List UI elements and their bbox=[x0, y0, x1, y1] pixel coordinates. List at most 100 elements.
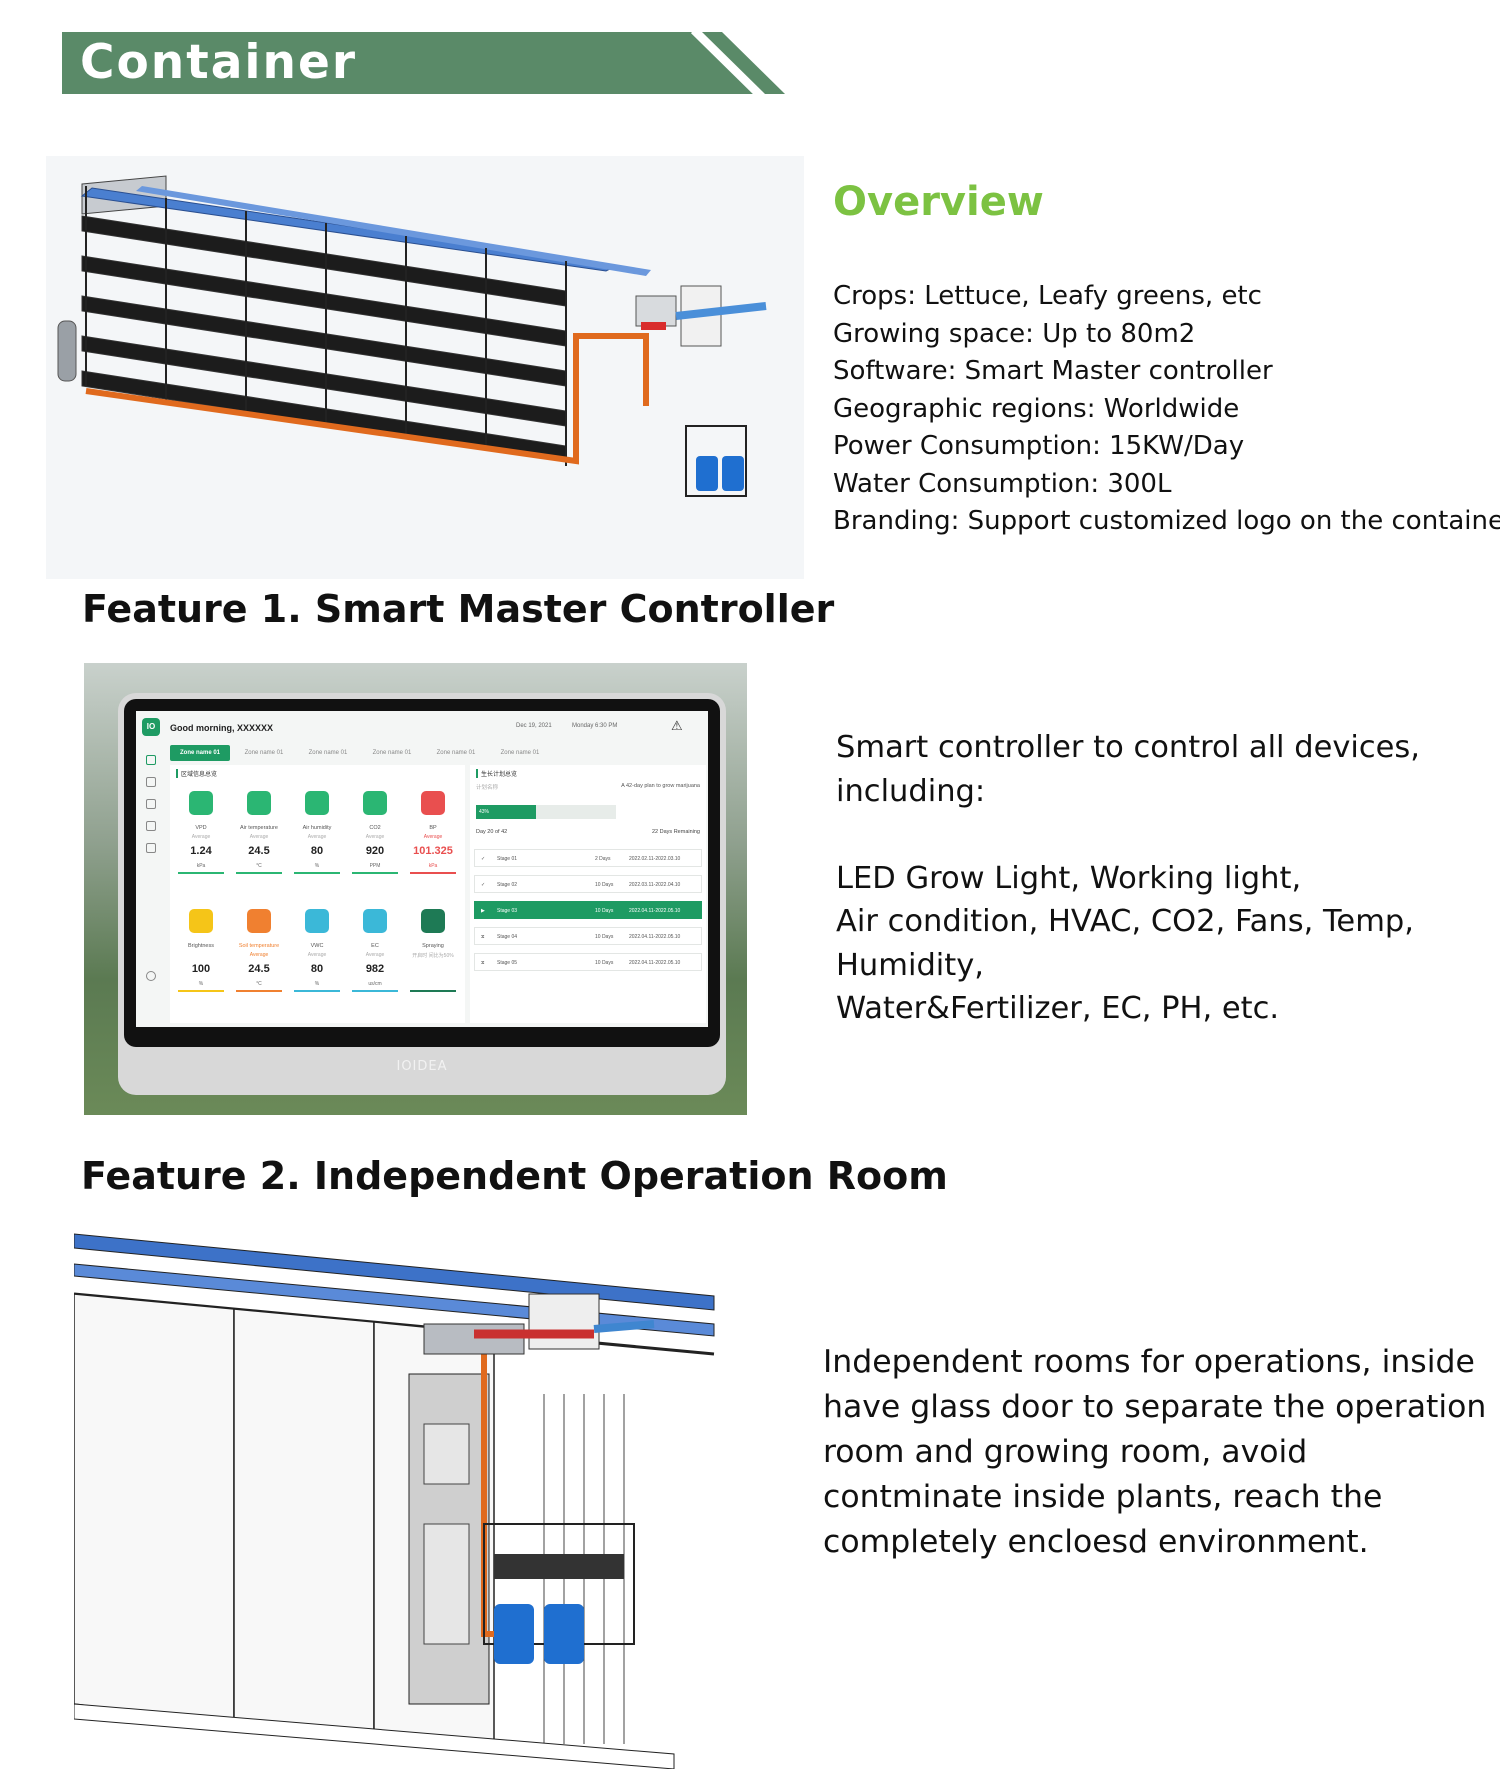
stage-range: 2022.04.11-2022.05.10 bbox=[629, 960, 681, 966]
stage-status-icon: ✓ bbox=[481, 856, 486, 862]
sensor-value: 80 bbox=[310, 963, 324, 975]
feature2-description: Independent rooms for operations, inside… bbox=[823, 1344, 1487, 1560]
feature1-heading: Feature 1. Smart Master Controller bbox=[82, 587, 835, 631]
banner-shape bbox=[62, 30, 785, 96]
description-line: including: bbox=[836, 773, 986, 809]
description-line: Water&Fertilizer, EC, PH, etc. bbox=[836, 991, 1280, 1026]
sensor-icon bbox=[363, 791, 387, 815]
sensor-name: VWC bbox=[310, 943, 324, 949]
sidebar-icon[interactable] bbox=[146, 843, 156, 853]
sensor-average-label: Average bbox=[423, 834, 443, 840]
panel-title: 区域信息总览 bbox=[176, 769, 217, 778]
greeting-text: Good morning, XXXXXX bbox=[170, 723, 274, 733]
description-line: Humidity, bbox=[836, 947, 984, 983]
overview-item: Software: Smart Master controller bbox=[833, 356, 1273, 386]
sensor-name: Soil temperature bbox=[238, 943, 280, 949]
sensor-bar bbox=[352, 990, 398, 992]
tab-zone[interactable]: Zone name 01 bbox=[308, 750, 348, 756]
app-logo: IO bbox=[142, 718, 160, 736]
operation-room-render bbox=[73, 1224, 738, 1770]
sensor-average-label: Average bbox=[307, 834, 327, 840]
tab-zone[interactable]: Zone name 01 bbox=[372, 750, 412, 756]
sensor-value: 101.325 bbox=[413, 845, 453, 857]
stage-status-icon: ▶ bbox=[481, 908, 485, 914]
controller-photo: IO Good morning, XXXXXX Dec 19, 2021 Mon… bbox=[84, 663, 747, 1115]
sensor-bar bbox=[410, 872, 456, 874]
sensor-name: Air humidity bbox=[302, 825, 332, 831]
tab-zone[interactable]: Zone name 01 bbox=[170, 745, 230, 761]
stage-range: 2022.02.11-2022.03.10 bbox=[629, 856, 681, 862]
tab-zone[interactable]: Zone name 01 bbox=[244, 750, 284, 756]
time-text: Monday 6:30 PM bbox=[572, 723, 618, 729]
sidebar-icon[interactable] bbox=[146, 799, 156, 809]
tab-zone[interactable]: Zone name 01 bbox=[500, 750, 540, 756]
description-line: LED Grow Light, Working light, bbox=[836, 860, 1302, 896]
stage-status-icon: ⧖ bbox=[481, 934, 485, 940]
sensor-value: 24.5 bbox=[248, 963, 270, 975]
plan-day: Day 20 of 42 bbox=[476, 829, 508, 835]
sensor-bar bbox=[352, 872, 398, 874]
plan-remaining: 22 Days Remaining bbox=[652, 829, 700, 835]
plan-day-row: Day 20 of 42 22 Days Remaining bbox=[476, 829, 700, 835]
grow-plan-panel: 生长计划总览 计划名称 A 42-day plan to grow mariju… bbox=[470, 765, 706, 1023]
sensor-average-label: Average bbox=[249, 952, 269, 958]
overview-item: Power Consumption: 15KW/Day bbox=[833, 431, 1245, 461]
plan-progress-bar: 43% bbox=[476, 805, 616, 819]
feature2-heading: Feature 2. Independent Operation Room bbox=[81, 1154, 948, 1198]
sensor-value: 100 bbox=[191, 963, 211, 975]
feature1-description: Smart controller to control all devices,… bbox=[836, 726, 1420, 1031]
sensor-value: 24.5 bbox=[248, 845, 270, 857]
sensor-average-label: 开启时 间比为50% bbox=[412, 953, 454, 959]
tablet-bezel: IO Good morning, XXXXXX Dec 19, 2021 Mon… bbox=[124, 699, 720, 1047]
stage-status-icon: ✓ bbox=[481, 882, 486, 888]
stage-name: Stage 03 bbox=[497, 908, 518, 914]
sidebar-icon[interactable] bbox=[146, 777, 156, 787]
sidebar-icon[interactable] bbox=[146, 821, 156, 831]
sensor-unit: % bbox=[198, 981, 204, 987]
sensor-value: 80 bbox=[310, 845, 324, 857]
sensor-bar bbox=[236, 990, 282, 992]
description-line: Air condition, HVAC, CO2, Fans, Temp, bbox=[836, 904, 1414, 939]
sensor-icon bbox=[421, 909, 445, 933]
sensor-name: CO2 bbox=[369, 825, 381, 831]
date-text: Dec 19, 2021 bbox=[516, 723, 552, 729]
tab-zone[interactable]: Zone name 01 bbox=[436, 750, 476, 756]
sensor-icon bbox=[421, 791, 445, 815]
stage-days: 10 Days bbox=[595, 960, 614, 966]
stage-name: Stage 04 bbox=[497, 934, 518, 940]
sensor-value: 920 bbox=[365, 845, 385, 857]
sensor-unit: °C bbox=[256, 863, 262, 869]
controller-screen: IO Good morning, XXXXXX Dec 19, 2021 Mon… bbox=[136, 711, 708, 1027]
alarm-icon[interactable]: ⚠ bbox=[671, 718, 683, 733]
settings-icon[interactable] bbox=[146, 971, 156, 981]
sensor-value: 982 bbox=[365, 963, 385, 975]
home-icon[interactable] bbox=[146, 755, 156, 765]
sensor-icon bbox=[247, 791, 271, 815]
sensor-tile[interactable]: Spraying 开启时 间比为50% bbox=[406, 899, 460, 1001]
stage-range: 2022.03.11-2022.04.10 bbox=[629, 882, 681, 888]
overview-item: Water Consumption: 300L bbox=[833, 468, 1172, 499]
sensor-name: Air temperature bbox=[240, 825, 278, 831]
sensor-bar bbox=[410, 990, 456, 992]
overview-item: Geographic regions: Worldwide bbox=[833, 393, 1240, 424]
sensor-bar bbox=[294, 872, 340, 874]
sensor-name: BP bbox=[429, 825, 437, 831]
stage-name: Stage 05 bbox=[497, 960, 518, 966]
tablet-frame: IO Good morning, XXXXXX Dec 19, 2021 Mon… bbox=[118, 693, 726, 1095]
sensor-name: Spraying bbox=[422, 943, 444, 949]
